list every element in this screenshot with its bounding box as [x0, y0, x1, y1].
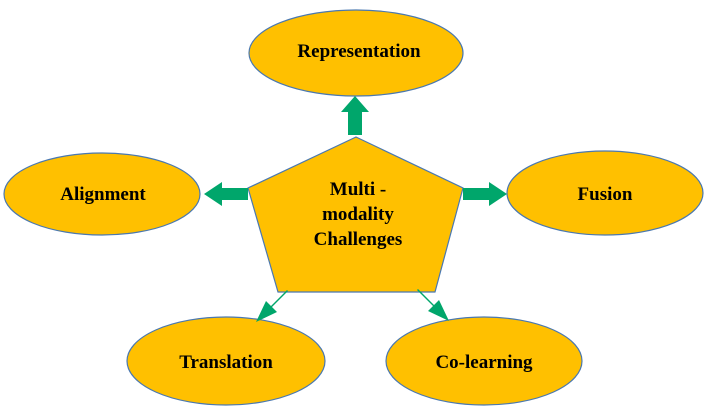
fusion-label: Fusion: [578, 184, 633, 205]
fusion-node: [506, 150, 704, 236]
arrow-to-colearning: [417, 289, 449, 321]
representation-label: Representation: [297, 41, 421, 62]
translation-label: Translation: [179, 352, 273, 373]
center-label-line-2: modality: [322, 204, 394, 225]
alignment-label: Alignment: [60, 184, 146, 205]
center-pentagon: [247, 136, 464, 293]
representation-node: [248, 9, 464, 97]
translation-node: [126, 316, 326, 406]
arrow-to-translation: [256, 290, 288, 322]
alignment-node: [3, 152, 201, 236]
center-label-line-1: Multi -: [330, 179, 386, 200]
arrow-to-fusion: [463, 182, 507, 206]
colearning-node: [385, 316, 583, 406]
center-label-line-3: Challenges: [314, 229, 403, 250]
colearning-label: Co-learning: [435, 352, 533, 373]
arrow-to-alignment: [204, 182, 248, 206]
arrow-to-representation: [341, 96, 369, 135]
